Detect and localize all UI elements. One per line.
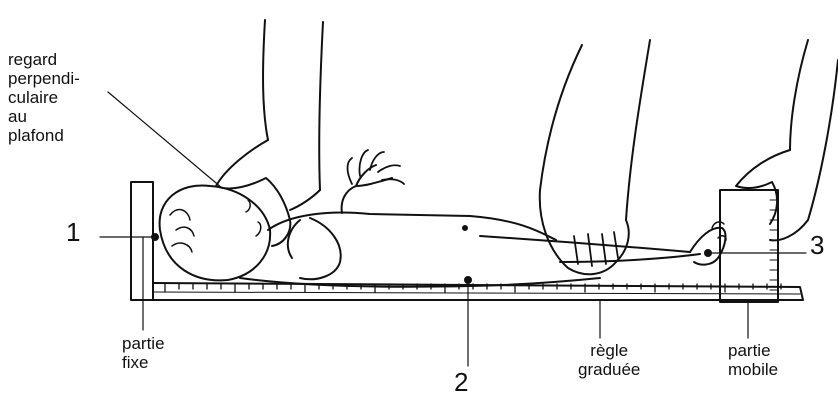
measurer-hands xyxy=(216,20,838,274)
label-marker-3: 3 xyxy=(810,231,824,259)
label-marker-2: 2 xyxy=(454,368,468,395)
leader-lines xyxy=(100,92,806,366)
label-marker-1: 1 xyxy=(66,218,80,246)
mobile-footboard xyxy=(720,190,778,302)
label-regard-perpendiculaire: regard perpendi- culaire au plafond xyxy=(8,50,80,145)
label-regle-graduee: règle graduée xyxy=(578,341,640,379)
point-1 xyxy=(152,234,158,240)
label-partie-mobile: partie mobile xyxy=(728,341,778,379)
fixed-headboard xyxy=(131,182,153,300)
label-partie-fixe: partie fixe xyxy=(122,334,165,372)
regard-leader xyxy=(108,92,222,188)
point-3 xyxy=(705,250,711,256)
point-2 xyxy=(465,277,471,283)
infant-figure xyxy=(160,150,726,287)
